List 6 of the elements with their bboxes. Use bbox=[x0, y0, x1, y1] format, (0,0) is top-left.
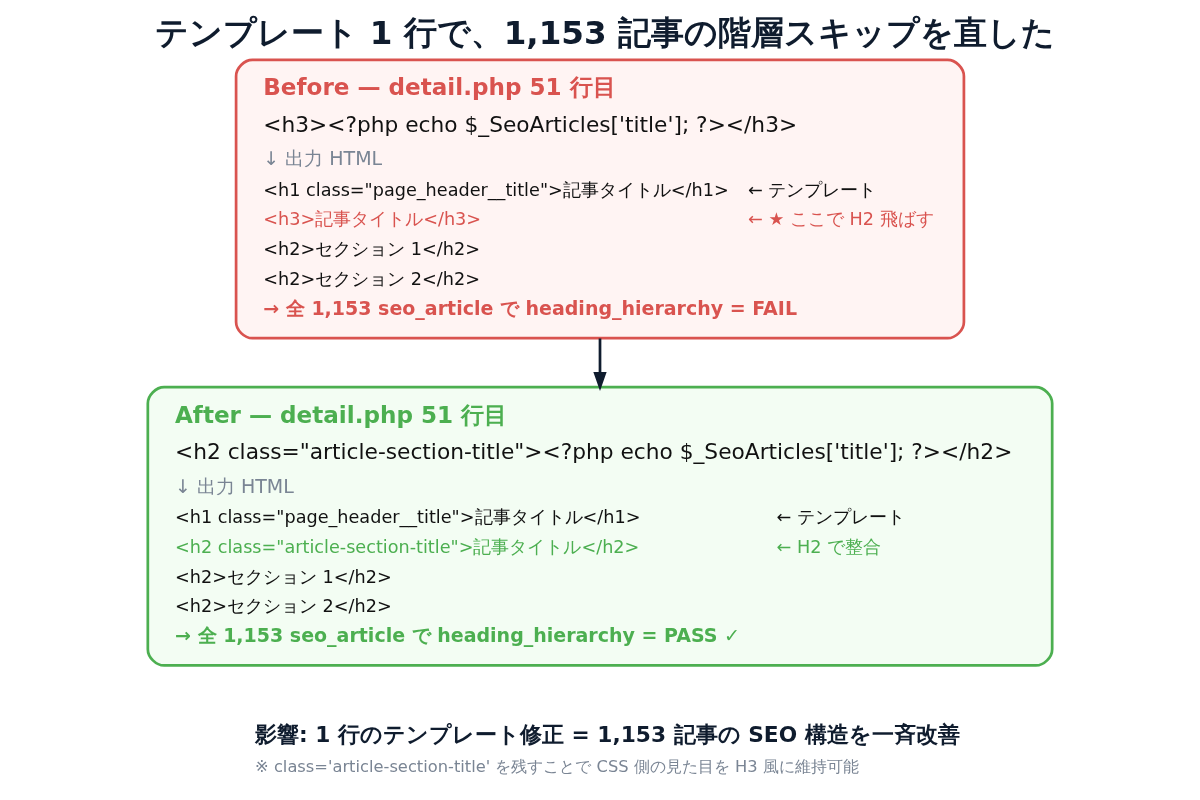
label: 影響: 1 行のテンプレート修正 = 1,153 記事の SEO 構造を一斉改善 bbox=[255, 721, 960, 747]
diagram-title: テンプレート 1 行で、1,153 記事の階層スキップを直した bbox=[155, 13, 1056, 52]
arrow bbox=[593, 338, 607, 392]
node-box: Before — detail.php 51 行目 <h3><?php echo $_SeoArticles['title']; ?></h3> ↓ 出力 HTML <h1 class="page_header__title">記事タイトル</h1> ← テンプレート <h3>記事タイトル</h3> ← ★ ここで H2 飛ばす <h2>セクション 1</h2> <h2>セクション 2</h2> → 全 1,153 seo_article で heading_hierarchy = FAIL bbox=[234, 58, 966, 340]
node-box: After — detail.php 51 行目 <h2 class="article-section-title"><?php echo $_SeoArticles['title']; ?></h2> ↓ 出力 HTML <h1 class="page_header__title">記事タイトル</h1> ← テンプレート <h2 class="article-section-title">記事タイトル</h2> ← H2 で整合 <h2>セクション 1</h2> <h2>セクション 2</h2> → 全 1,153 seo_article で heading_hierarchy = PASS ✓ bbox=[146, 385, 1054, 667]
label: ※ class='article-section-title' を残すことで CSS 側の見た目を H3 風に維持可能 bbox=[255, 756, 859, 776]
